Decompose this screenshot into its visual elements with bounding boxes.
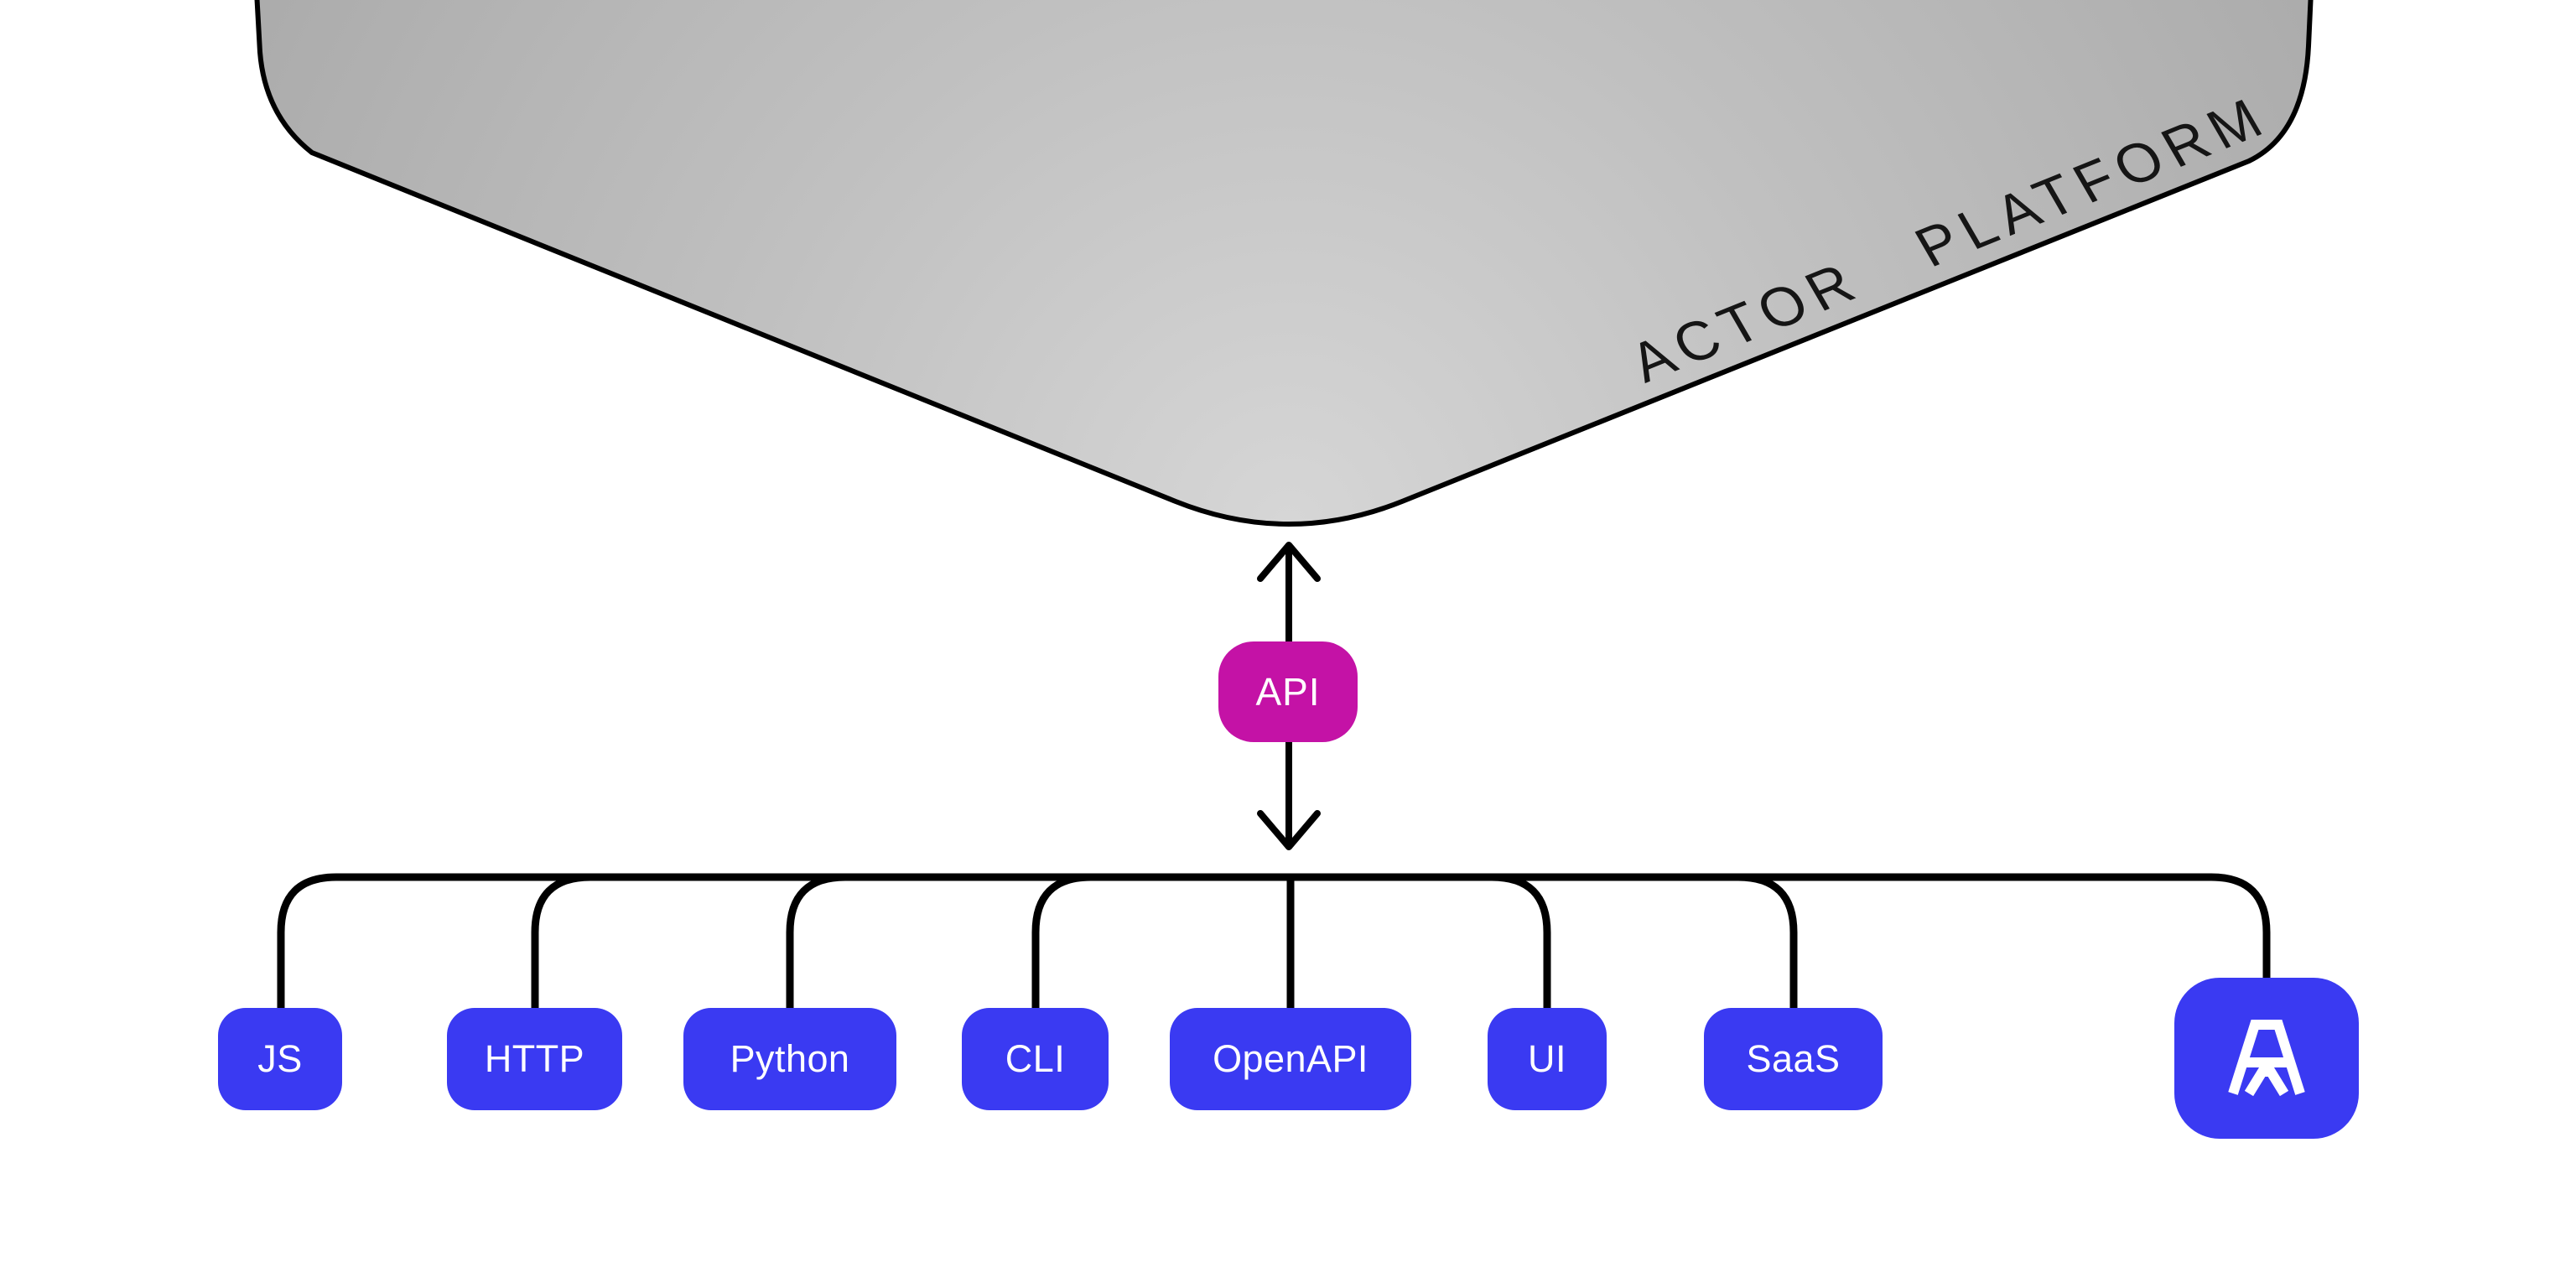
client-node-apify[interactable]: [2174, 978, 2359, 1139]
connector-lines: [277, 873, 2271, 1011]
client-node-saas[interactable]: SaaS: [1704, 1008, 1883, 1110]
actor-platform-shape: [254, 0, 2314, 527]
client-node-openapi[interactable]: OpenAPI: [1170, 1008, 1411, 1110]
client-node-ui[interactable]: UI: [1488, 1008, 1607, 1110]
arrow-head-up: [1257, 542, 1321, 582]
client-node-python[interactable]: Python: [683, 1008, 896, 1110]
api-badge[interactable]: API: [1218, 641, 1358, 742]
client-node-cli[interactable]: CLI: [962, 1008, 1109, 1110]
arrow-head-down: [1257, 810, 1321, 850]
client-node-http[interactable]: HTTP: [447, 1008, 622, 1110]
apify-logo-icon: [2228, 1020, 2305, 1097]
client-node-js[interactable]: JS: [218, 1008, 342, 1110]
